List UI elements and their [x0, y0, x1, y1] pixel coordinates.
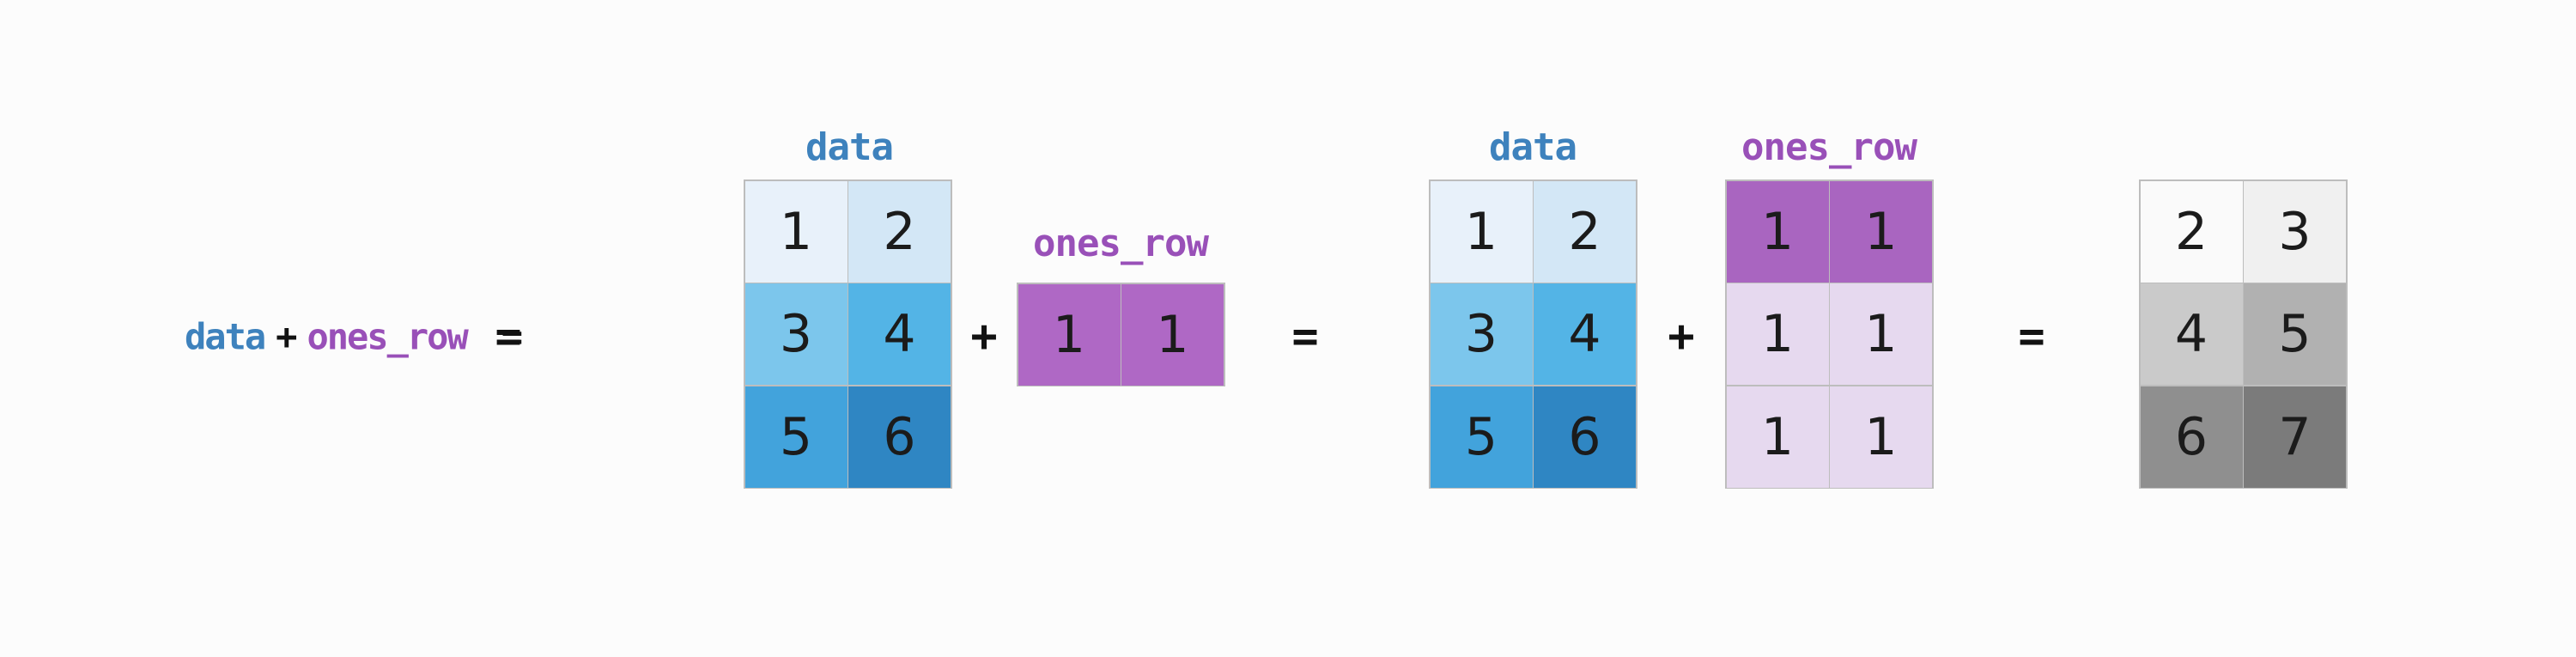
expression: data + ones_row =: [185, 315, 523, 358]
matrix-cell: 1: [1726, 283, 1829, 385]
matrix-cell: 4: [848, 283, 951, 385]
matrix-cell: 1: [1430, 180, 1533, 283]
matrix-cell: 7: [2244, 386, 2346, 488]
matrix-cell: 6: [1534, 386, 1636, 488]
expression-plus-operator: +: [276, 315, 297, 358]
matrix-cell: 4: [2140, 283, 2243, 385]
matrix-cell: 1: [1726, 386, 1829, 488]
matrix-cell: 1: [1830, 386, 1932, 488]
matrix-cell: 5: [744, 386, 848, 488]
matrix-cell: 1: [744, 180, 848, 283]
matrix-cell: 5: [2244, 283, 2346, 385]
matrix-title-ones-row-broadcast: ones_row: [1741, 125, 1917, 169]
equals-operator-3: =: [2018, 311, 2045, 362]
matrix-cell: 1: [1121, 283, 1224, 386]
plus-operator-1: +: [970, 311, 998, 362]
expression-equals-operator: =: [501, 315, 523, 358]
matrix-cell: 3: [744, 283, 848, 385]
matrix-cell: 2: [2140, 180, 2243, 283]
matrix-cell: 1: [1018, 283, 1121, 386]
matrix-cell: 3: [1430, 283, 1533, 385]
matrix-title-data-1: data: [805, 125, 894, 169]
matrix-cell: 6: [848, 386, 951, 488]
matrix-cell: 1: [1830, 283, 1932, 385]
matrix-cell: 1: [1830, 180, 1932, 283]
plus-operator-2: +: [1668, 311, 1695, 362]
matrix-cell: 4: [1534, 283, 1636, 385]
matrix-cell: 5: [1430, 386, 1533, 488]
equals-operator-2: =: [1291, 311, 1319, 362]
matrix-cell: 2: [848, 180, 951, 283]
matrix-title-ones-row-1x2: ones_row: [1033, 222, 1209, 265]
matrix-cell: 1: [1726, 180, 1829, 283]
matrix-cell: 2: [1534, 180, 1636, 283]
matrix-cell: 3: [2244, 180, 2346, 283]
matrix-cell: 6: [2140, 386, 2243, 488]
expression-lhs-data: data: [185, 315, 266, 358]
expression-rhs-ones-row: ones_row: [307, 315, 468, 358]
matrix-title-data-2: data: [1489, 125, 1577, 169]
equals-operator-1: =: [495, 311, 522, 362]
